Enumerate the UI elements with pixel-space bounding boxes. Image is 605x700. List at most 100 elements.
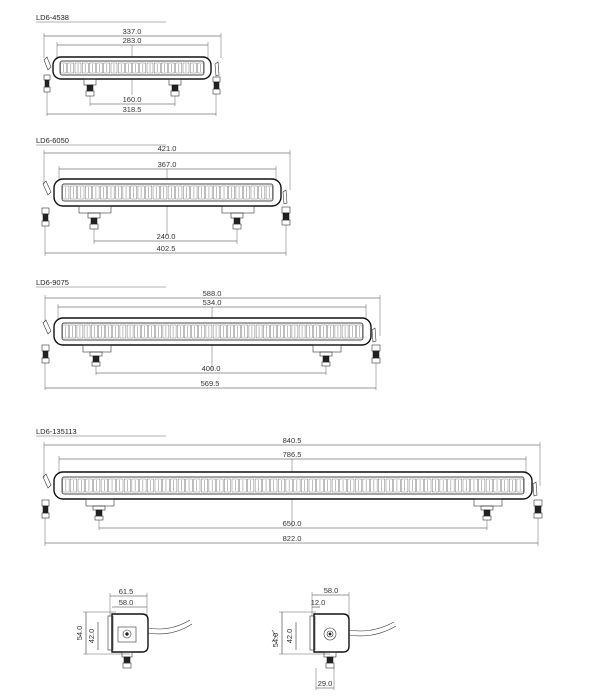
led-cell (85, 185, 92, 200)
led-cell-grid (62, 185, 273, 200)
led-cell (184, 324, 191, 339)
power-cable (147, 619, 191, 630)
housing-profile (111, 613, 149, 653)
pivot-bolt (326, 630, 334, 638)
led-cell (60, 62, 67, 74)
led-cell (168, 62, 175, 74)
led-cell (198, 185, 205, 200)
led-cell (316, 478, 324, 493)
led-cell (455, 478, 462, 493)
led-cell (126, 324, 134, 339)
model-ld6-6050: LD6-6050 421.0 367.0 (36, 136, 291, 256)
led-cell (162, 478, 170, 493)
side-view-standard-bracket: 61.5 58.0 54.0 42.0 (75, 587, 193, 669)
left-bracket (41, 319, 52, 364)
led-cell (98, 324, 105, 339)
led-cell (262, 478, 270, 493)
dim-overall: 337.0 (123, 27, 142, 36)
led-cell (408, 478, 416, 493)
led-cell (70, 478, 77, 493)
led-cell (370, 478, 378, 493)
led-cell (227, 324, 234, 339)
led-cell (76, 324, 84, 339)
led-cell (162, 324, 170, 339)
led-cell (347, 478, 355, 493)
dim-height-outer: 54.0 (75, 626, 84, 641)
direction-arrow-icon (271, 629, 277, 643)
dim-depth-outer: 61.5 (119, 587, 134, 596)
led-cell (213, 185, 220, 200)
led-cell (284, 324, 291, 339)
dim-mount-spacing: 400.0 (202, 364, 221, 373)
led-cell (241, 324, 248, 339)
housing-profile (313, 613, 350, 653)
led-cell (250, 185, 258, 200)
led-cell (139, 478, 147, 493)
led-cell (119, 324, 127, 339)
led-cell-grid (62, 324, 363, 339)
mount-stud (123, 656, 131, 664)
led-cell (265, 185, 273, 200)
mounting-foot-left (82, 344, 112, 367)
model-label: LD6-9075 (36, 278, 69, 287)
led-cell (103, 62, 110, 74)
led-cell-grid (60, 62, 204, 74)
led-cell (308, 478, 316, 493)
led-cell (349, 324, 356, 339)
dim-overall: 840.5 (283, 436, 302, 445)
led-cell (96, 62, 103, 74)
led-cell (277, 324, 284, 339)
led-cell (152, 185, 160, 200)
lens-edge (107, 615, 114, 651)
mounting-foot-right (473, 498, 503, 521)
led-cell (393, 478, 401, 493)
led-cell (137, 185, 145, 200)
led-cell (228, 185, 235, 200)
led-cell (235, 185, 243, 200)
led-cell (324, 478, 332, 493)
led-cell (115, 185, 122, 200)
led-cell (254, 478, 262, 493)
led-cell (301, 478, 308, 493)
led-cell (509, 478, 516, 493)
led-cell (285, 478, 293, 493)
led-cell (313, 324, 320, 339)
led-cell (69, 324, 76, 339)
led-cell (247, 478, 255, 493)
led-cell (100, 185, 107, 200)
mounting-foot-left (83, 78, 97, 97)
dim-mount-spacing: 650.0 (283, 519, 302, 528)
model-label: LD6-6050 (36, 136, 69, 145)
model-ld6-4538: LD6-4538 337.0 283.0 (36, 13, 222, 116)
led-cell (116, 478, 124, 493)
led-cell (182, 62, 190, 74)
pivot-bolt (122, 629, 132, 639)
dim-depth-inner: 58.0 (119, 598, 134, 607)
led-cell (201, 478, 208, 493)
led-cell (385, 478, 393, 493)
led-cell-grid (62, 478, 524, 493)
led-cell (62, 478, 70, 493)
dim-bracket-spacing: 402.5 (157, 244, 176, 253)
led-cell (118, 62, 125, 74)
lens-panel (61, 476, 525, 495)
led-cell (62, 324, 69, 339)
power-cable-edge (147, 623, 193, 635)
lens-panel (59, 60, 205, 76)
mount-stud (326, 656, 334, 664)
led-cell (270, 478, 278, 493)
led-cell (339, 478, 347, 493)
led-cell (175, 62, 182, 74)
led-cell (239, 478, 247, 493)
led-cell (224, 478, 231, 493)
power-cable (348, 621, 395, 632)
led-cell (154, 62, 161, 74)
left-bracket (41, 180, 52, 227)
led-cell (93, 478, 101, 493)
led-cell (125, 62, 132, 74)
led-cell (122, 185, 130, 200)
led-cell (69, 185, 77, 200)
led-cell (190, 62, 197, 74)
led-cell (154, 478, 162, 493)
